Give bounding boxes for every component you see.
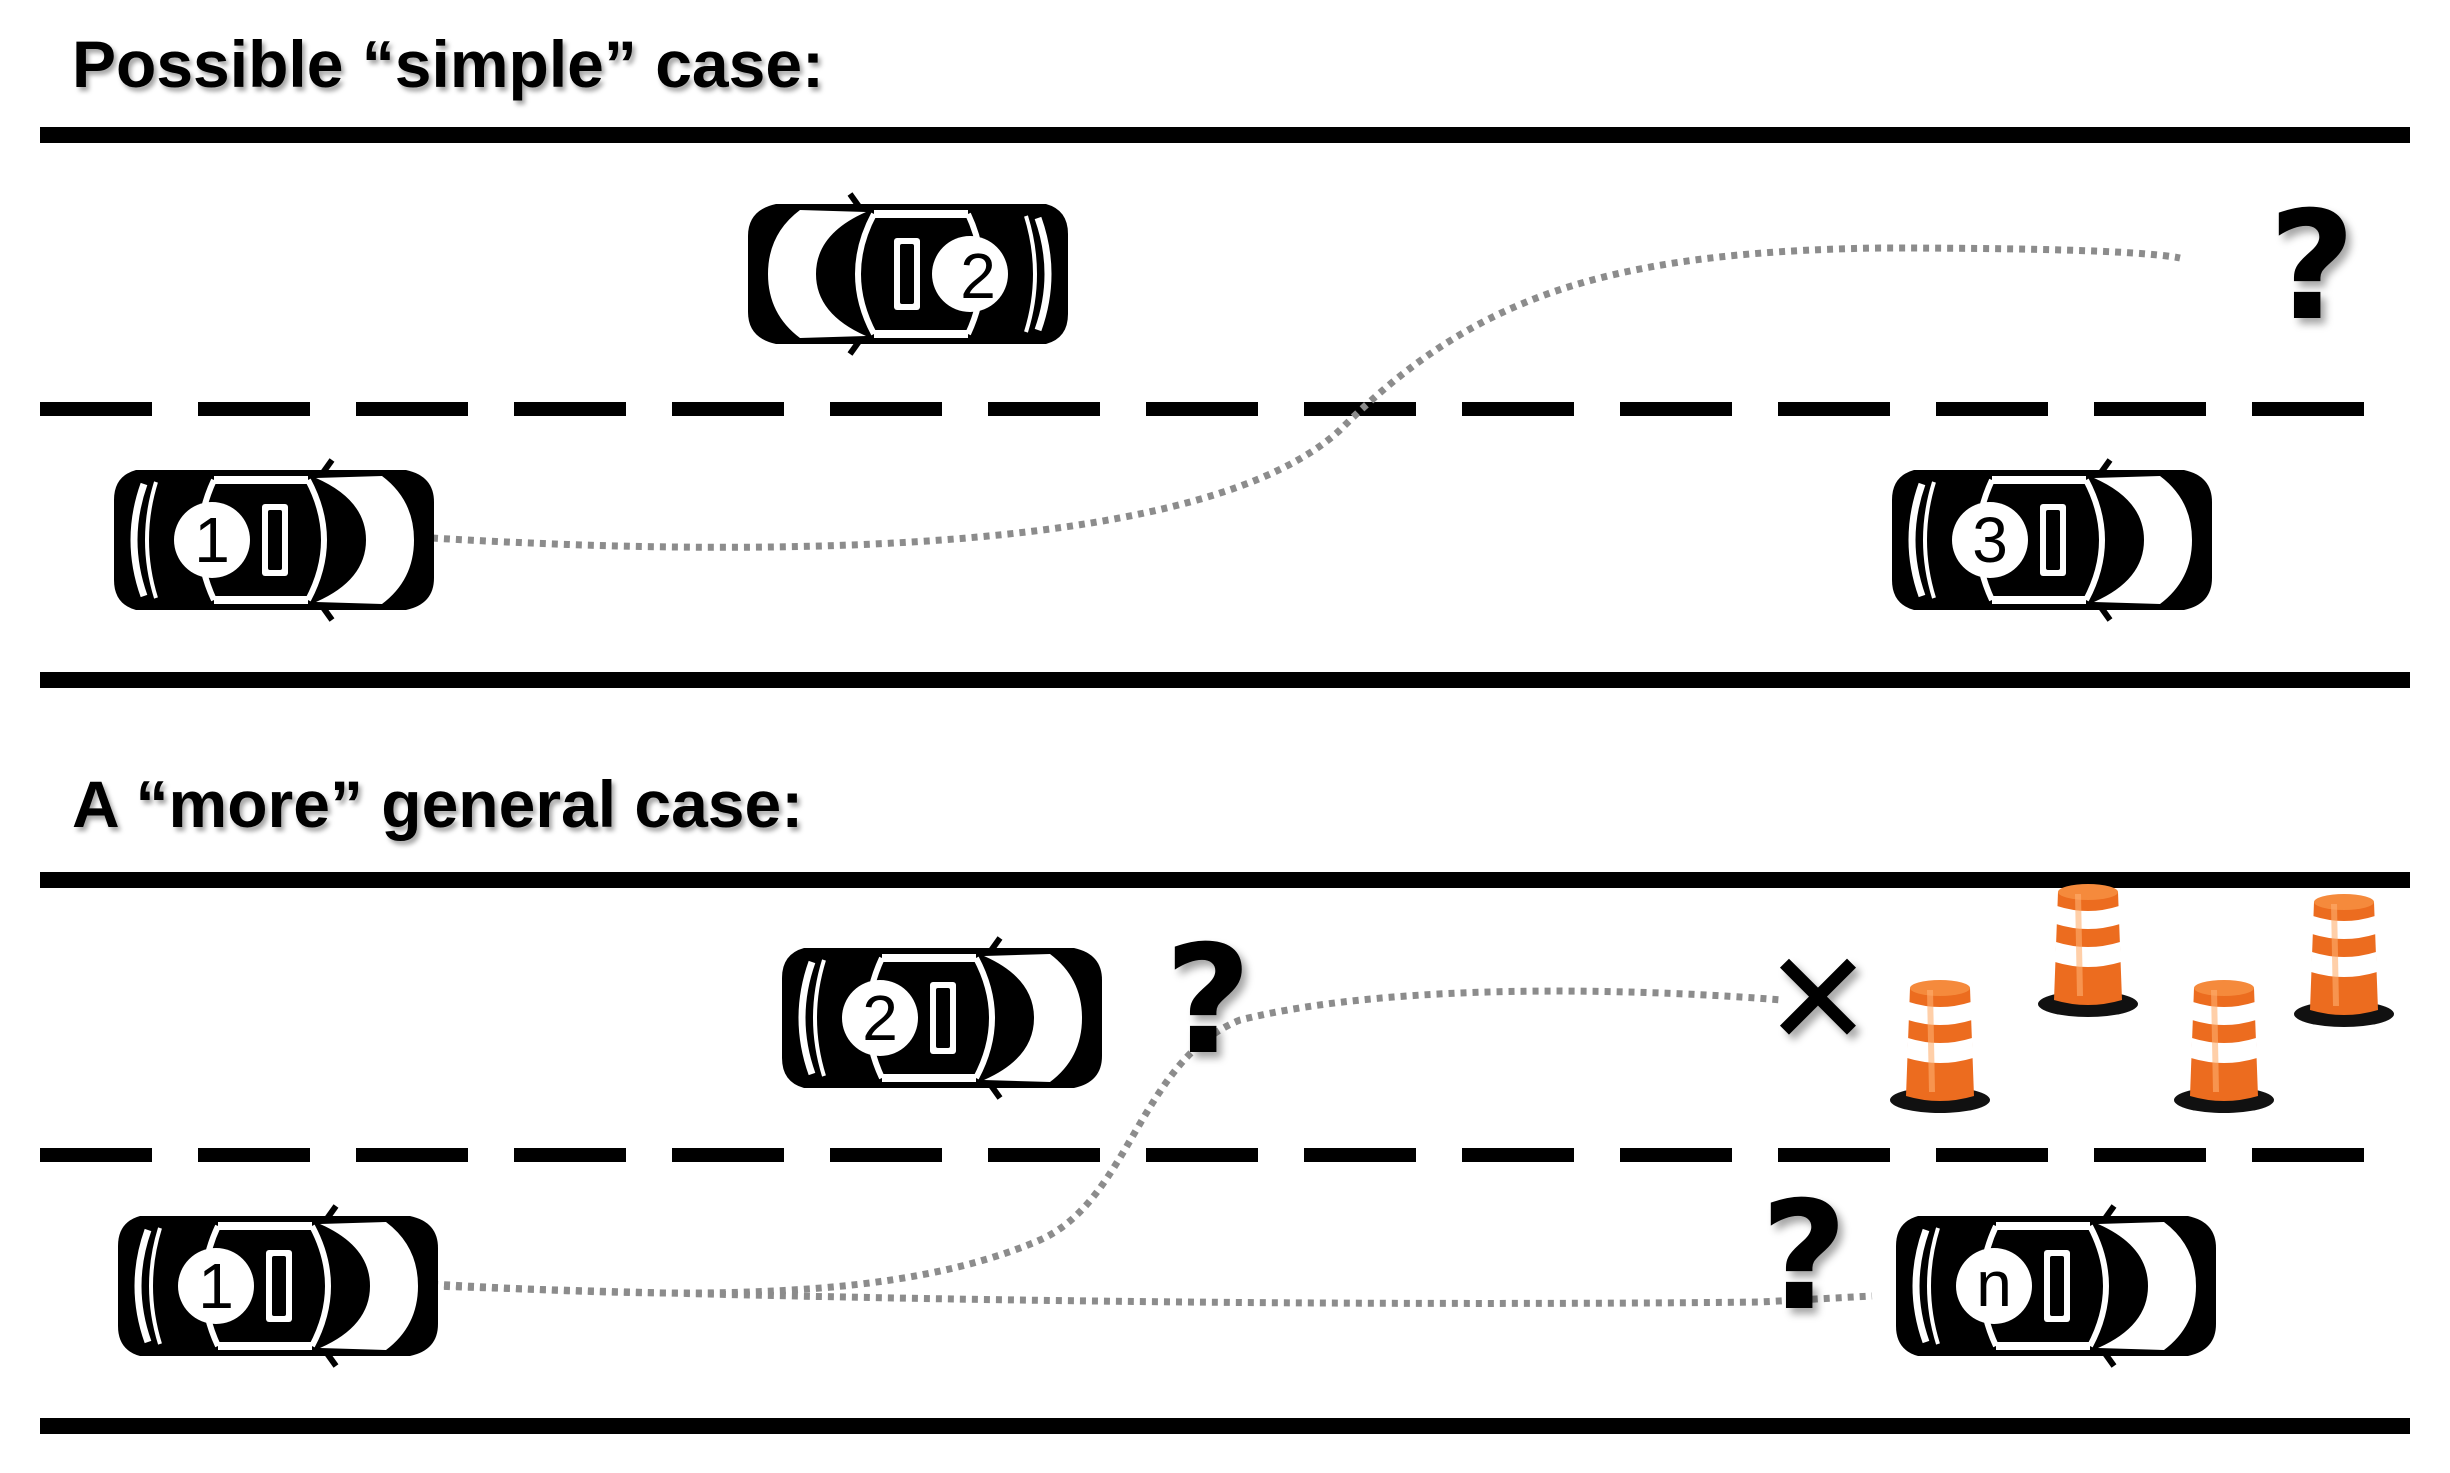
- road-edge-top: [40, 872, 2410, 888]
- section-title-simple: Possible “simple” case:: [72, 27, 825, 101]
- traffic-cone-icon: [2174, 980, 2274, 1113]
- car-label: n: [1976, 1248, 2012, 1320]
- road-general: [40, 872, 2410, 1434]
- car-top-view-icon: [748, 194, 1068, 354]
- traffic-cone-icon: [1890, 980, 1990, 1113]
- trajectory-dotted-lane-change: [431, 987, 1783, 1297]
- trajectory-dotted: [431, 244, 2181, 551]
- car-label: 1: [194, 504, 230, 576]
- question-mark-icon: ?: [2268, 180, 2355, 354]
- car-label: 2: [862, 982, 898, 1054]
- car-1: [114, 460, 434, 620]
- car-top-view-icon: [114, 460, 434, 620]
- traffic-cones: [1890, 884, 2394, 1113]
- car-label: 3: [1972, 504, 2008, 576]
- section-title-general: A “more” general case:: [72, 767, 804, 841]
- car-top-view-icon: [1892, 460, 2212, 620]
- road-edge-top: [40, 127, 2410, 143]
- car-1: [118, 1206, 438, 1366]
- car-top-view-icon: [118, 1206, 438, 1366]
- traffic-cone-icon: [2038, 884, 2138, 1017]
- car-2: [782, 938, 1102, 1098]
- car-n: [1896, 1206, 2216, 1366]
- traffic-cone-icon: [2294, 894, 2394, 1027]
- car-label: 2: [960, 240, 996, 312]
- car-top-view-icon: [1896, 1206, 2216, 1366]
- question-mark-icon: ?: [1164, 914, 1251, 1088]
- cross-icon: ✕: [1764, 923, 1873, 1075]
- road-simple: [40, 127, 2410, 688]
- trajectory-dotted-straight: [431, 1282, 1873, 1307]
- road-edge-bottom: [40, 672, 2410, 688]
- car-top-view-icon: [782, 938, 1102, 1098]
- question-mark-icon: ?: [1760, 1170, 1847, 1344]
- car-label: 1: [198, 1250, 234, 1322]
- car-3: [1892, 460, 2212, 620]
- car-2: [748, 194, 1068, 354]
- road-edge-bottom: [40, 1418, 2410, 1434]
